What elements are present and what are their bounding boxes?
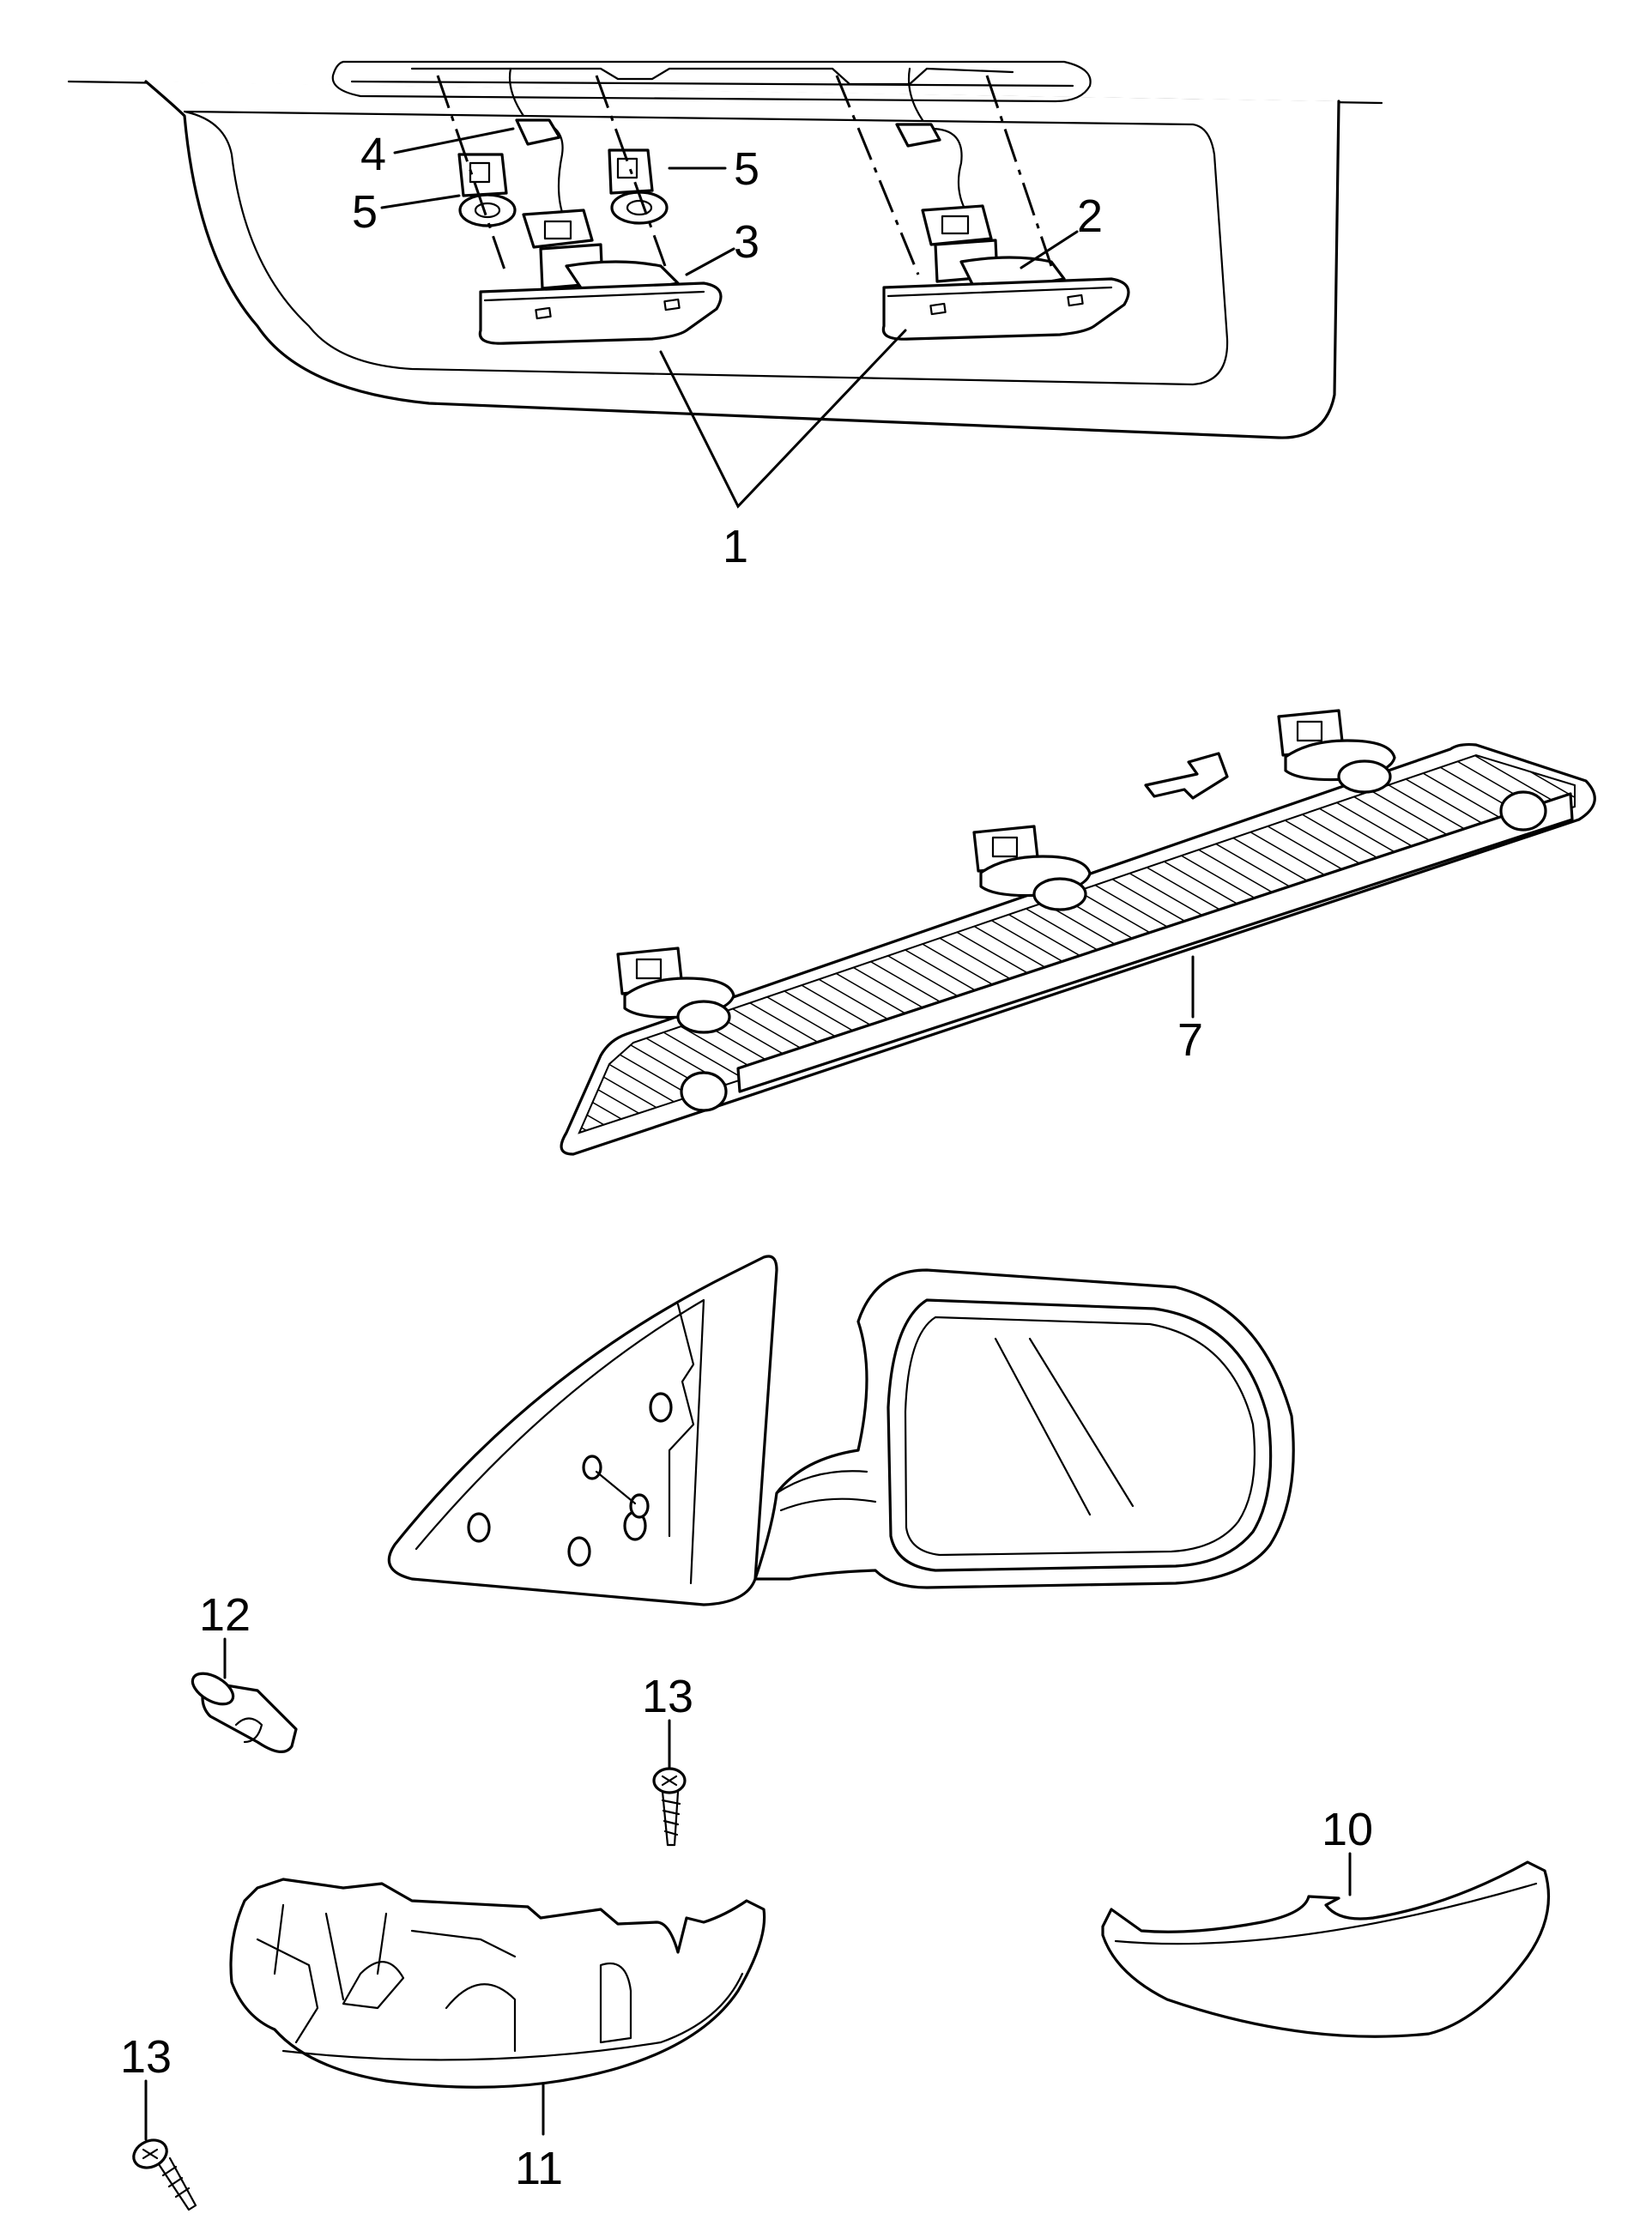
bulb-holder-middle	[972, 825, 1092, 911]
callout-7: 7	[1177, 1014, 1203, 1066]
clip-left	[457, 153, 517, 227]
callout-13-upper: 13	[642, 1671, 693, 1722]
connector-plug-left	[515, 118, 561, 146]
callout-5-left: 5	[352, 186, 378, 238]
callout-1: 1	[723, 521, 748, 572]
callout-11: 11	[515, 2143, 563, 2194]
mounting-tab	[1144, 752, 1229, 800]
mirror-cap-11	[229, 1878, 766, 2136]
interior-lamp-left	[478, 209, 723, 345]
headliner-outer	[144, 80, 1340, 439]
exterior-mirror	[387, 1255, 1295, 1606]
screw-icon	[652, 1719, 687, 1847]
screw-icon-lower	[132, 2079, 197, 2211]
callout-13-lower: 13	[120, 2031, 172, 2083]
high-level-brake-light	[560, 709, 1596, 1156]
callout-2: 2	[1077, 191, 1103, 242]
trim-strip-10	[1101, 1852, 1551, 2038]
lamp-recess-inner	[350, 80, 1074, 88]
wire-right	[907, 67, 967, 212]
callout-4: 4	[360, 129, 386, 180]
callout-5-right: 5	[734, 143, 759, 195]
lamp-recess	[331, 60, 1092, 103]
headliner-assembly	[67, 60, 1383, 509]
connector-plug-right	[895, 123, 941, 148]
callout-10: 10	[1322, 1804, 1373, 1855]
bulb-holder-left	[616, 947, 735, 1034]
callout-3: 3	[734, 216, 759, 268]
headliner-inner	[183, 110, 1229, 386]
interior-lamp-right	[881, 204, 1130, 341]
lamp-recess-detail	[410, 67, 1014, 86]
callout-12: 12	[199, 1589, 251, 1641]
bulb-holder-right	[1277, 709, 1396, 794]
bushing-12	[191, 1637, 298, 1753]
